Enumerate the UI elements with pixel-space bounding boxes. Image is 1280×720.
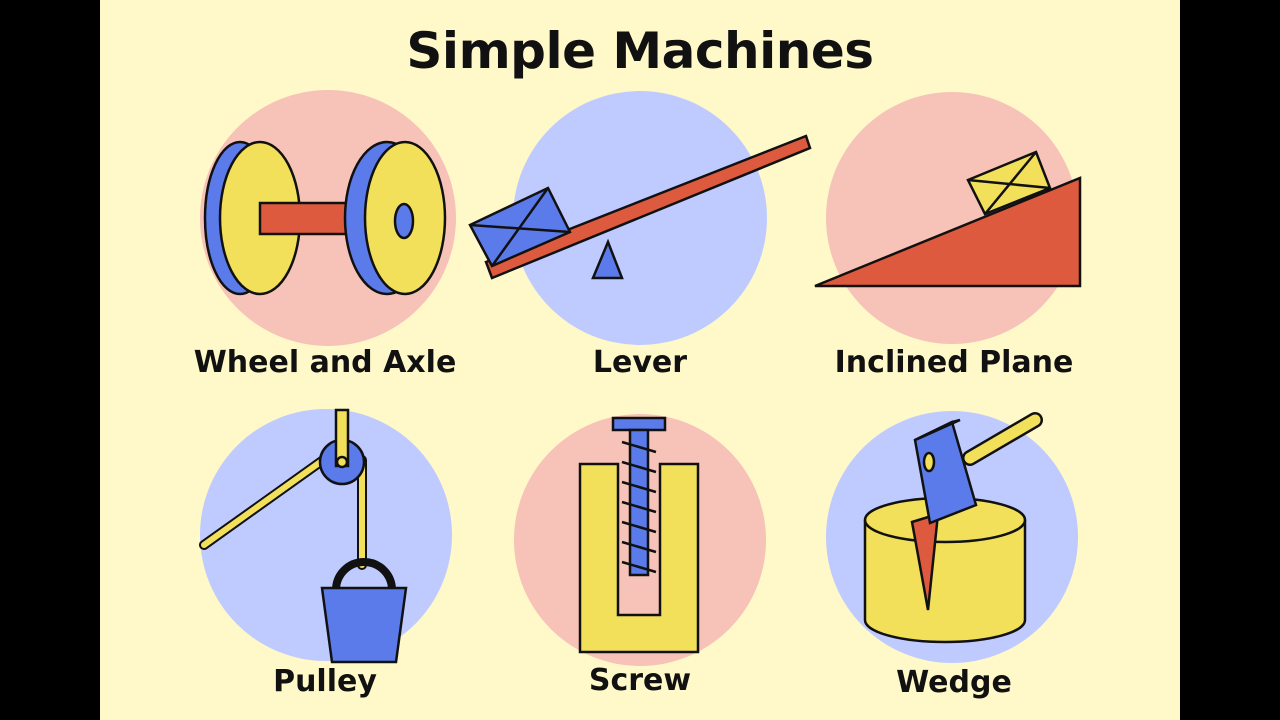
label-wheel-and-axle: Wheel and Axle [193, 345, 457, 380]
label-wedge: Wedge [896, 665, 1012, 700]
inclined-plane-illustration [814, 150, 1082, 288]
label-pulley: Pulley [273, 664, 377, 699]
wedge-illustration [863, 412, 1043, 644]
wheel-and-axle-illustration [203, 140, 447, 296]
diagram-canvas [100, 0, 1180, 720]
lever-illustration [468, 134, 812, 280]
pulley-illustration [199, 408, 408, 664]
label-screw: Screw [588, 663, 692, 698]
label-inclined-plane: Inclined Plane [834, 345, 1074, 380]
screw-illustration [578, 416, 700, 654]
label-lever: Lever [592, 345, 688, 380]
page-title: Simple Machines [406, 22, 874, 80]
poster: Simple Machines Wheel and Axle Lever Inc… [100, 0, 1180, 720]
